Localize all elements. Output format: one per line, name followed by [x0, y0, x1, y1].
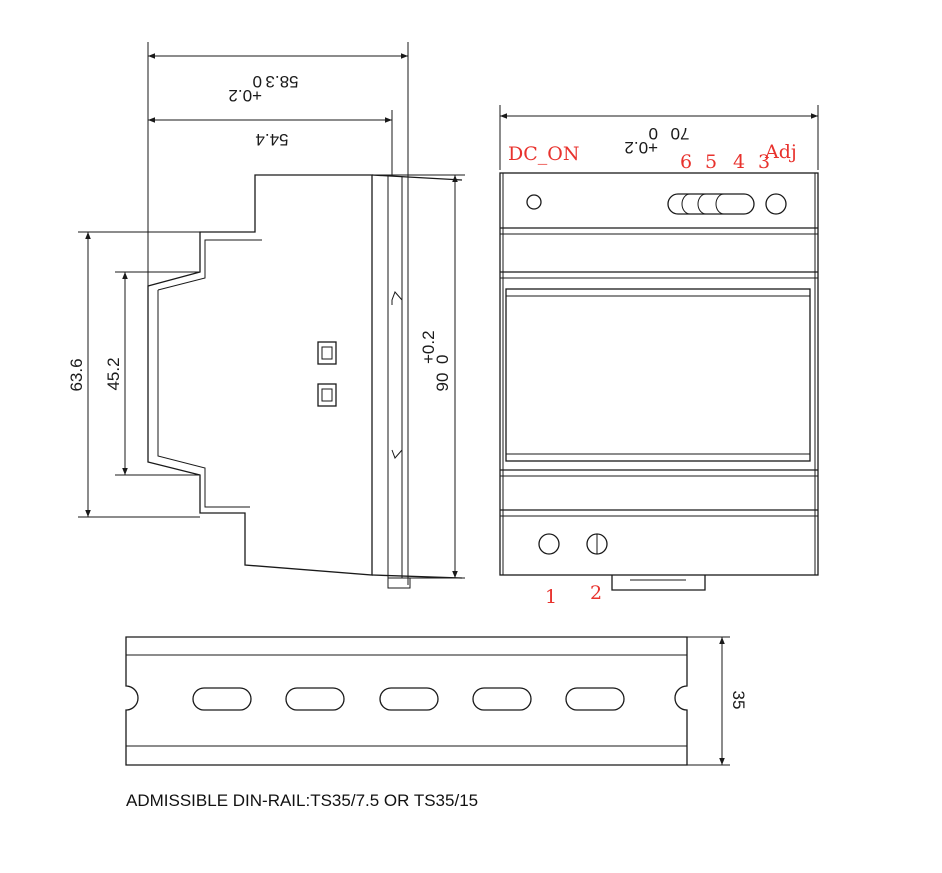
dim-height-total-tol-lower: 0	[433, 355, 452, 364]
front-window	[505, 288, 811, 462]
terminal-label-5: 5	[705, 151, 717, 173]
side-window-top	[317, 341, 337, 365]
dim-depth-total: 58.3	[265, 72, 298, 91]
dim-depth-body: 54.4	[255, 130, 288, 149]
output-terminal-block	[667, 193, 755, 215]
dim-height-total: 90	[433, 373, 452, 392]
label-dc-on: DC_ON	[508, 143, 579, 165]
input-terminal-1	[538, 533, 560, 555]
terminal-label-1: 1	[545, 586, 557, 608]
dim-step-inner: 45.2	[104, 357, 123, 390]
rail-slot	[192, 687, 252, 711]
label-adj: Adj	[764, 141, 797, 163]
dim-width-tol-lower: 0	[649, 124, 658, 143]
side-window-bottom	[317, 383, 337, 407]
terminal-label-6: 6	[680, 151, 692, 173]
front-body	[499, 172, 819, 576]
side-view-inner-contour	[157, 239, 262, 508]
dim-depth-total-tol-lower: 0	[253, 72, 262, 91]
side-view: 58.3 0 +0.2 54.4 90 0 +0.2 63.6 4	[67, 42, 465, 589]
terminal-label-2: 2	[590, 582, 602, 604]
rail-slot	[379, 687, 439, 711]
adj-potentiometer	[765, 193, 787, 215]
dim-depth-total-tol-upper: +0.2	[228, 86, 262, 105]
dim-height-total-tol-upper: +0.2	[419, 330, 438, 364]
front-view: 70 0 +0.2 DC_ON Adj 6 5 4 3	[499, 105, 819, 608]
terminal-label-4: 4	[733, 151, 745, 173]
din-rail: 35 ADMISSIBLE DIN-RAIL:TS35/7.5 OR TS35/…	[125, 636, 748, 810]
dim-step-outer: 63.6	[67, 358, 86, 391]
rail-slot	[285, 687, 345, 711]
rail-slot	[565, 687, 625, 711]
dim-width-tol-upper: +0.2	[624, 138, 658, 157]
terminal-label-3: 3	[758, 151, 770, 173]
side-view-outline	[147, 174, 373, 576]
din-rail-caption: ADMISSIBLE DIN-RAIL:TS35/7.5 OR TS35/15	[126, 791, 478, 810]
dim-rail-height: 35	[729, 691, 748, 710]
dc-on-led	[526, 194, 542, 210]
din-rail-slots	[192, 687, 625, 711]
rail-slot	[472, 687, 532, 711]
din-clip	[611, 575, 706, 591]
rail-clip-tab	[387, 577, 411, 589]
dim-width: 70	[671, 124, 690, 143]
